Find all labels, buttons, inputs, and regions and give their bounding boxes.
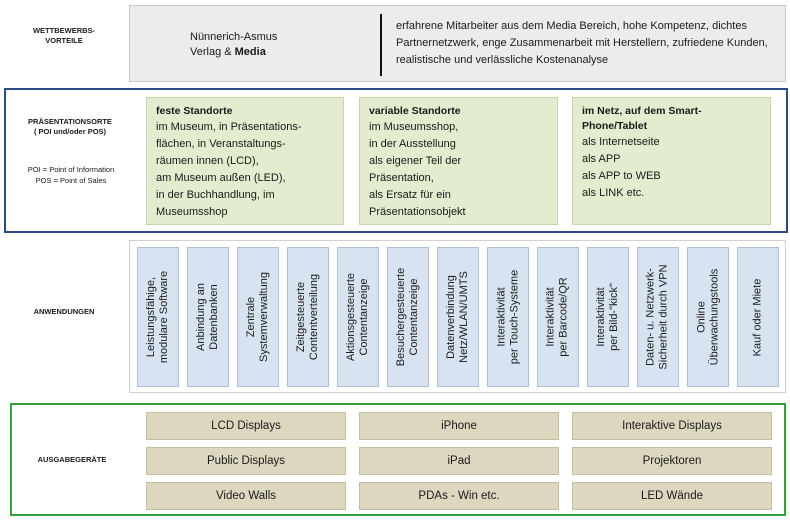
company-line-2-pre: Verlag &	[190, 46, 235, 58]
location-line: als Internetseite	[582, 136, 660, 148]
poi-pos-note: POI = Point of Information POS = Point o…	[27, 165, 115, 185]
location-line: Präsentationsobjekt	[369, 206, 466, 218]
company-line-2-bold: Media	[234, 46, 266, 58]
location-heading: feste Standorte	[156, 105, 233, 117]
location-line: als APP to WEB	[582, 170, 661, 182]
application-box: Aktionsgesteuerte Contentanzeige	[337, 247, 379, 387]
application-label: Zentrale Systemverwaltung	[245, 272, 270, 362]
application-label: Zeitgesteuerte Contentverteilung	[295, 273, 321, 361]
device-box: LED Wände	[572, 482, 772, 510]
application-box: Zentrale Systemverwaltung	[237, 247, 279, 387]
application-box: Interaktivität per Barcode/QR	[537, 247, 579, 387]
application-label: Kauf oder Miete	[751, 278, 764, 356]
application-label: Aktionsgesteuerte Contentanzeige	[345, 272, 370, 362]
application-label: Anbindung an Datenbanken	[195, 283, 220, 351]
device-box: PDAs - Win etc.	[359, 482, 559, 510]
application-label: Daten- u. Netzwerk- Sicherheit durch VPN	[645, 264, 671, 370]
application-box: Zeitgesteuerte Contentverteilung	[287, 247, 329, 387]
company-line-2: Verlag & Media	[190, 45, 277, 60]
application-box: Interaktivität per Touch-Systeme	[487, 247, 529, 387]
application-label: Leistungsfähige, modulare Software	[145, 270, 171, 364]
divider-line	[380, 14, 382, 76]
device-box: Video Walls	[146, 482, 346, 510]
row-label-devices: AUSGABEGERÄTE	[37, 455, 107, 464]
application-box: Daten- u. Netzwerk- Sicherheit durch VPN	[637, 247, 679, 387]
location-line: als LINK etc.	[582, 187, 645, 199]
location-heading: variable Standorte	[369, 105, 461, 117]
application-label: Datenverbindung Netz/WLAN/UMTS	[445, 271, 470, 363]
location-line: in der Ausstellung	[369, 138, 456, 150]
company-line-1: Nünnerich-Asmus	[190, 31, 278, 43]
application-box: Besuchergesteuerte Contentanzeige	[387, 247, 429, 387]
location-heading: im Netz, auf dem Smart- Phone/Tablet	[582, 105, 702, 132]
application-label: Interaktivität per Barcode/QR	[545, 277, 571, 357]
location-line: Präsentation,	[369, 172, 434, 184]
location-line: flächen, in Veranstaltungs-	[156, 138, 286, 150]
application-box: Interaktivität per Bild-"kick"	[587, 247, 629, 387]
application-box: Anbindung an Datenbanken	[187, 247, 229, 387]
location-line: als APP	[582, 153, 621, 165]
location-box: feste Standorte im Museum, in Präsentatio…	[146, 97, 344, 225]
application-label: Interaktivität per Touch-Systeme	[495, 269, 521, 365]
location-line: räumen innen (LCD),	[156, 155, 259, 167]
application-label: Online Überwachungstools	[695, 268, 720, 366]
device-box: Interaktive Displays	[572, 412, 772, 440]
application-box: Datenverbindung Netz/WLAN/UMTS	[437, 247, 479, 387]
application-box: Online Überwachungstools	[687, 247, 729, 387]
device-box: Projektoren	[572, 447, 772, 475]
competitive-advantages-panel: Nünnerich-Asmus Verlag & Media erfahrene…	[129, 5, 786, 82]
application-box: Leistungsfähige, modulare Software	[137, 247, 179, 387]
location-line: Museumsshop	[156, 206, 228, 218]
row-label-competitive: WETTBEWERBS- VORTEILE	[32, 26, 96, 45]
location-box: variable Standorte im Museumsshop, in der …	[359, 97, 558, 225]
location-line: im Museumsshop,	[369, 121, 459, 133]
location-line: am Museum außen (LED),	[156, 172, 286, 184]
application-label: Besuchergesteuerte Contentanzeige	[395, 267, 421, 367]
location-line: als eigener Teil der	[369, 155, 462, 167]
application-box: Kauf oder Miete	[737, 247, 779, 387]
device-box: Public Displays	[146, 447, 346, 475]
location-line: in der Buchhandlung, im	[156, 189, 275, 201]
competitive-description: erfahrene Mitarbeiter aus dem Media Bere…	[396, 20, 768, 66]
company-name: Nünnerich-Asmus Verlag & Media	[190, 30, 277, 60]
device-box: iPad	[359, 447, 559, 475]
location-line: im Museum, in Präsentations-	[156, 121, 302, 133]
row-label-locations: PRÄSENTATIONSORTE ( POI und/oder POS)	[28, 117, 112, 136]
application-label: Interaktivität per Bild-"kick"	[595, 283, 620, 351]
location-line: als Ersatz für ein	[369, 189, 451, 201]
device-box: LCD Displays	[146, 412, 346, 440]
device-box: iPhone	[359, 412, 559, 440]
row-label-applications: ANWENDUNGEN	[33, 307, 95, 316]
location-box: im Netz, auf dem Smart- Phone/Tablet als …	[572, 97, 771, 225]
